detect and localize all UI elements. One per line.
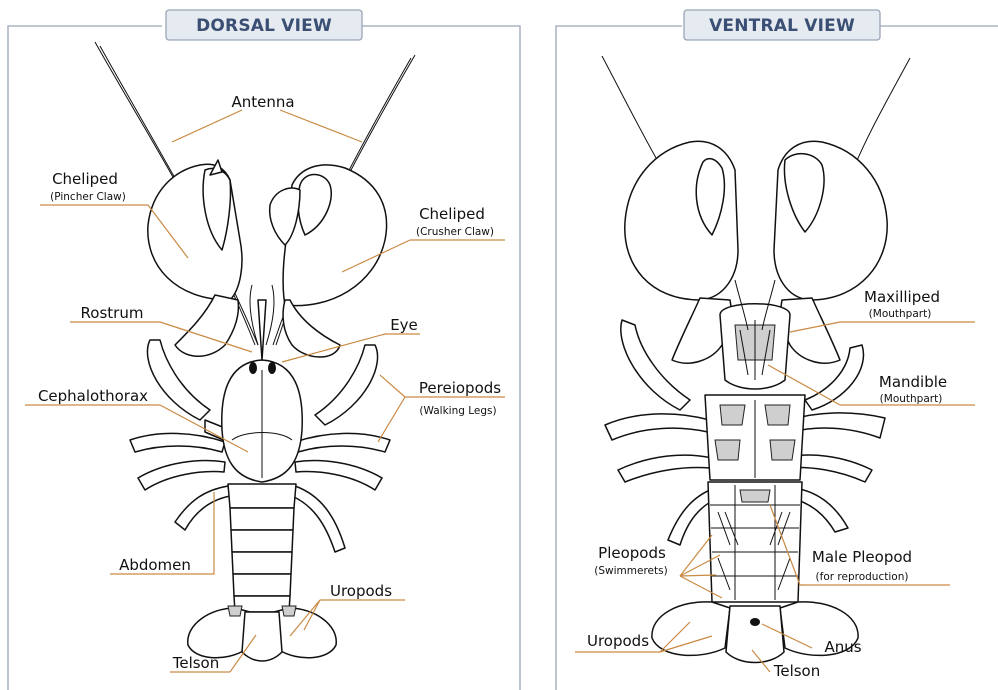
label-abdomen: Abdomen bbox=[119, 556, 191, 574]
label-mandible-sub: (Mouthpart) bbox=[880, 393, 943, 405]
ventral-title: VENTRAL VIEW bbox=[709, 16, 855, 36]
label-maxilliped: Maxilliped bbox=[864, 288, 940, 306]
label-cheliped-crusher-sub: (Crusher Claw) bbox=[416, 226, 494, 238]
label-telson-ventral: Telson bbox=[773, 662, 821, 680]
label-telson-dorsal: Telson bbox=[172, 654, 220, 672]
label-antenna: Antenna bbox=[231, 93, 294, 111]
label-male-pleopod: Male Pleopod bbox=[812, 548, 912, 566]
label-maxilliped-sub: (Mouthpart) bbox=[869, 308, 932, 320]
label-pereiopods-sub: (Walking Legs) bbox=[419, 405, 496, 417]
dorsal-title: DORSAL VIEW bbox=[196, 16, 332, 36]
label-pleopods: Pleopods bbox=[598, 544, 666, 562]
label-anus: Anus bbox=[824, 638, 861, 656]
dorsal-tail-fan bbox=[188, 606, 336, 661]
label-mandible: Mandible bbox=[879, 373, 947, 391]
label-pereiopods: Pereiopods bbox=[419, 379, 501, 397]
label-uropods-dorsal: Uropods bbox=[330, 582, 392, 600]
label-cheliped-pincher-sub: (Pincher Claw) bbox=[50, 191, 126, 203]
label-cheliped-crusher: Cheliped bbox=[419, 205, 485, 223]
label-eye: Eye bbox=[390, 316, 418, 334]
label-rostrum: Rostrum bbox=[81, 304, 144, 322]
label-male-pleopod-sub: (for reproduction) bbox=[816, 571, 909, 583]
dorsal-abdomen-segments bbox=[228, 484, 296, 612]
label-cheliped-pincher: Cheliped bbox=[52, 170, 118, 188]
label-pleopods-sub: (Swimmerets) bbox=[594, 565, 667, 577]
label-uropods-ventral: Uropods bbox=[587, 632, 649, 650]
label-cephalothorax: Cephalothorax bbox=[38, 387, 148, 405]
ventral-abdomen bbox=[708, 482, 802, 602]
